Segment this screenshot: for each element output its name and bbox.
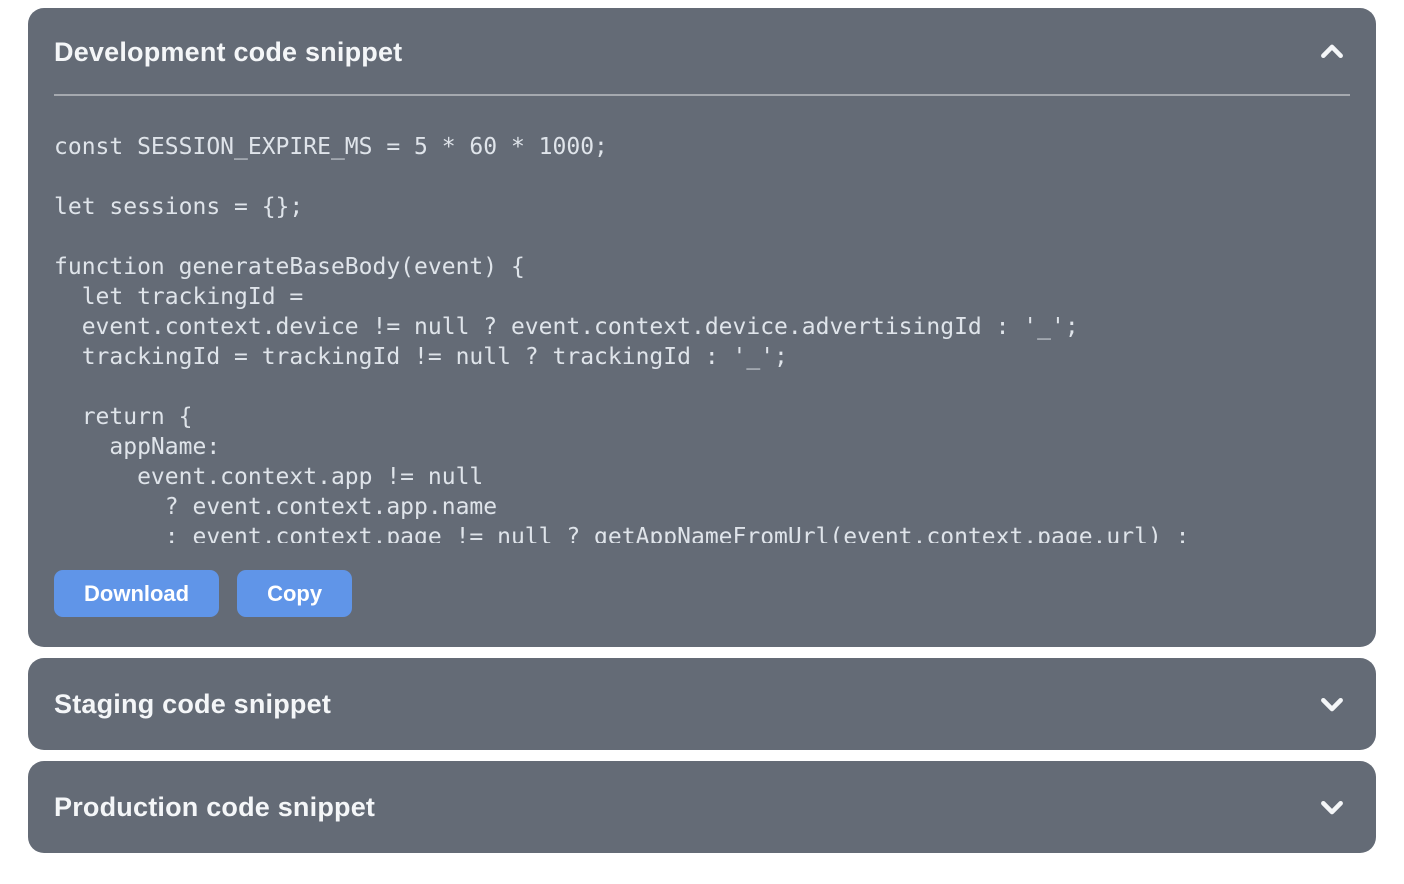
panel-production: Production code snippet (28, 761, 1376, 853)
collapse-toggle-button[interactable] (1314, 34, 1350, 70)
code-scroll-area[interactable]: const SESSION_EXPIRE_MS = 5 * 60 * 1000;… (28, 96, 1376, 543)
code-snippet-text: const SESSION_EXPIRE_MS = 5 * 60 * 1000;… (54, 134, 1190, 543)
panel-header-development[interactable]: Development code snippet (28, 8, 1376, 94)
panel-staging: Staging code snippet (28, 658, 1376, 750)
chevron-down-icon (1316, 688, 1348, 720)
page: Development code snippet const SESSION_E… (28, 8, 1376, 853)
chevron-down-icon (1316, 791, 1348, 823)
panel-title-production: Production code snippet (54, 791, 376, 822)
expand-toggle-button[interactable] (1314, 686, 1350, 722)
panel-title-staging: Staging code snippet (54, 688, 332, 719)
panel-development: Development code snippet const SESSION_E… (28, 8, 1376, 647)
code-actions: Download Copy (28, 543, 1376, 647)
chevron-up-icon (1316, 36, 1348, 68)
copy-button[interactable]: Copy (237, 570, 353, 617)
download-button[interactable]: Download (54, 570, 220, 617)
expand-toggle-button[interactable] (1314, 789, 1350, 825)
panel-header-production[interactable]: Production code snippet (28, 761, 1376, 853)
header-divider (54, 94, 1350, 96)
panel-header-staging[interactable]: Staging code snippet (28, 658, 1376, 750)
panel-title-development: Development code snippet (54, 36, 403, 67)
